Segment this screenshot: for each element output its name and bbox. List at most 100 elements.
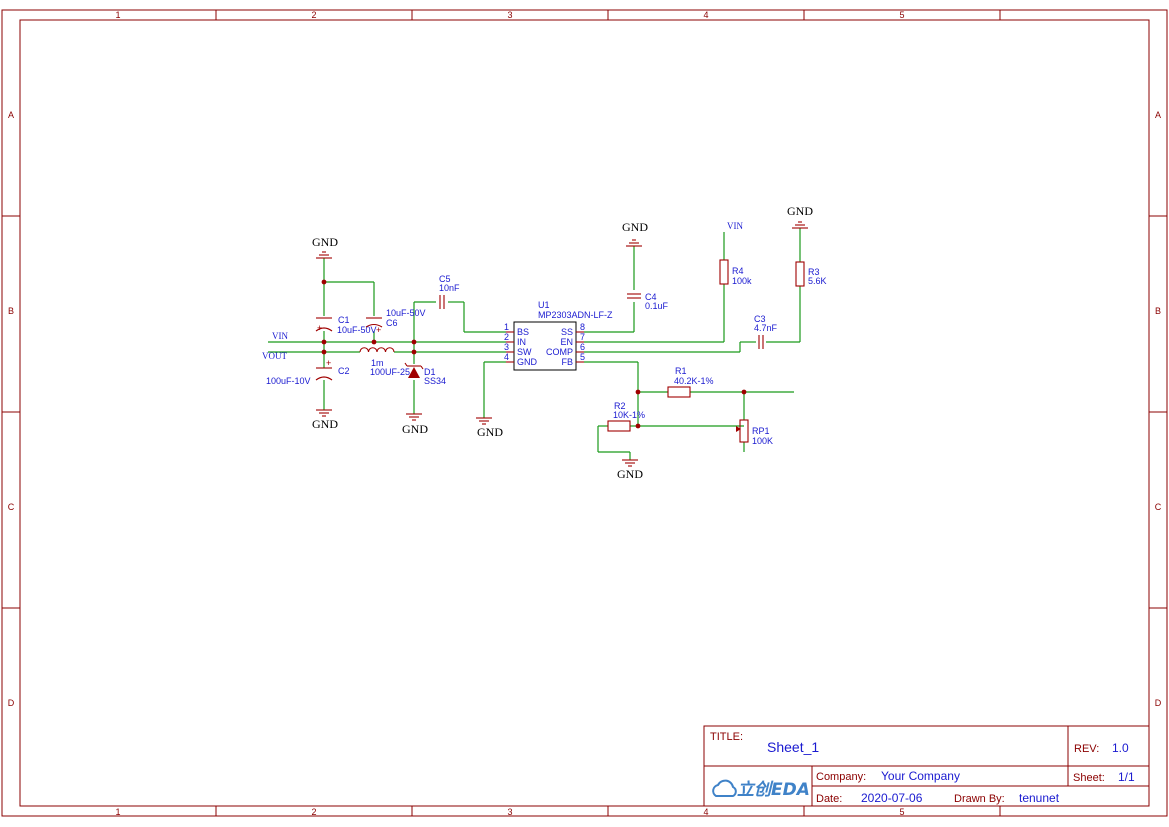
resistor-r3[interactable]: R3 5.6K (795, 261, 827, 287)
title-block: TITLE: Sheet_1 REV: 1.0 Company: Your Co… (703, 725, 1150, 807)
gnd-label: GND (477, 425, 503, 439)
gnd-label: GND (312, 235, 338, 249)
u1-pin-name: BS (517, 327, 529, 337)
capacitor-c1[interactable]: + C1 10uF-50V (315, 315, 377, 335)
gnd-symbol: GND (622, 220, 648, 247)
svg-text:+: + (326, 358, 331, 368)
col-label-bottom: 5 (899, 807, 904, 817)
r2-ref: R2 (614, 401, 626, 411)
ic-u1[interactable]: U1 MP2303ADN-LF-Z 1 2 3 4 BS IN SW GND 8… (504, 300, 613, 371)
c4-value: 0.1uF (645, 301, 669, 311)
capacitor-c6[interactable]: + 10uF-50V C6 (365, 308, 426, 335)
company-value: Your Company (881, 769, 960, 783)
col-label-bottom: 1 (115, 807, 120, 817)
company-label: Company: (816, 771, 866, 783)
potentiometer-rp1[interactable]: RP1 100K (736, 419, 773, 446)
resistor-r2[interactable]: R2 10K-1% (607, 401, 645, 432)
u1-ref: U1 (538, 300, 550, 310)
row-label-left: A (8, 110, 14, 120)
gnd-symbol: GND (312, 409, 338, 431)
capacitor-c4[interactable]: C4 0.1uF (627, 292, 669, 311)
c3-value: 4.7nF (754, 323, 778, 333)
c4-ref: C4 (645, 292, 657, 302)
c6-ref: C6 (386, 318, 398, 328)
u1-pin-number: 2 (504, 332, 509, 342)
rev-value: 1.0 (1112, 741, 1129, 755)
c5-ref: C5 (439, 274, 451, 284)
row-label-right: B (1155, 306, 1161, 316)
r4-ref: R4 (732, 266, 744, 276)
u1-pin-name: GND (517, 357, 538, 367)
r4-value: 100k (732, 276, 752, 286)
date-value: 2020-07-06 (861, 791, 923, 805)
gnd-label: GND (312, 417, 338, 431)
d1-ref: D1 (424, 367, 436, 377)
junctions (321, 279, 747, 429)
u1-pin-name: SS (561, 327, 573, 337)
row-label-left: D (8, 698, 15, 708)
c6-value: 10uF-50V (386, 308, 426, 318)
u1-pin-number: 6 (580, 342, 585, 352)
l1-value: 1m (371, 358, 384, 368)
capacitor-c2[interactable]: + C2 100uF-10V (266, 358, 350, 386)
rp1-ref: RP1 (752, 426, 770, 436)
r2-value: 10K-1% (613, 410, 645, 420)
sheet-value: 1/1 (1118, 770, 1135, 784)
row-label-left: B (8, 306, 14, 316)
c1-ref: C1 (338, 315, 350, 325)
gnd-symbol: GND (787, 204, 813, 229)
gnd-label: GND (787, 204, 813, 218)
r3-ref: R3 (808, 267, 820, 277)
sheet-label: Sheet: (1073, 772, 1105, 784)
diode-d1[interactable]: D1 SS34 (404, 362, 446, 386)
rev-label: REV: (1074, 743, 1099, 755)
gnd-label: GND (617, 467, 643, 481)
col-label-top: 3 (507, 10, 512, 20)
date-label: Date: (816, 793, 842, 805)
u1-pin-number: 3 (504, 342, 509, 352)
u1-pin-number: 8 (580, 322, 585, 332)
drawn-by-value: tenunet (1019, 791, 1060, 805)
u1-value: MP2303ADN-LF-Z (538, 310, 613, 320)
col-label-bottom: 4 (703, 807, 708, 817)
sheet-frame: 1 2 3 4 5 1 2 3 4 5 A B C D A B C D (1, 9, 1168, 817)
rp1-value: 100K (752, 436, 773, 446)
row-label-right: A (1155, 110, 1161, 120)
c2-ref: C2 (338, 366, 350, 376)
r1-value: 40.2K-1% (674, 376, 714, 386)
gnd-symbol: GND (617, 459, 643, 481)
d1-value: SS34 (424, 376, 446, 386)
col-label-top: 1 (115, 10, 120, 20)
title-label: TITLE: (710, 731, 743, 743)
logo-text: 立创EDA (737, 780, 810, 800)
cloud-icon (712, 779, 737, 797)
resistor-r1[interactable]: R1 40.2K-1% (667, 366, 714, 398)
u1-pin-name: EN (560, 337, 573, 347)
u1-pin-name: FB (561, 357, 573, 367)
gnd-symbol: GND (312, 235, 338, 259)
c5-value: 10nF (439, 283, 460, 293)
net-label-vin: VIN (272, 331, 288, 341)
gnd-symbol: GND (476, 417, 503, 439)
u1-pin-number: 4 (504, 352, 509, 362)
resistor-r4[interactable]: R4 100k (719, 259, 752, 286)
net-label-vin-top: VIN (727, 221, 743, 231)
row-label-left: C (8, 502, 15, 512)
c2-value: 100uF-10V (266, 376, 311, 386)
col-label-top: 4 (703, 10, 708, 20)
c1-value: 10uF-50V (337, 325, 377, 335)
c3-ref: C3 (754, 314, 766, 324)
u1-pin-name: IN (517, 337, 526, 347)
capacitor-c3[interactable]: C3 4.7nF (754, 314, 778, 349)
gnd-label: GND (622, 220, 648, 234)
capacitor-c5[interactable]: C5 10nF (439, 274, 460, 309)
gnd-label: GND (402, 422, 428, 436)
r3-value: 5.6K (808, 276, 827, 286)
row-label-right: D (1155, 698, 1162, 708)
inductor-l1[interactable]: 1m 100UF-25 (359, 347, 410, 377)
svg-text:+: + (376, 325, 381, 335)
row-label-right: C (1155, 502, 1162, 512)
col-label-top: 2 (311, 10, 316, 20)
eda-logo: 立创EDA (712, 779, 810, 800)
